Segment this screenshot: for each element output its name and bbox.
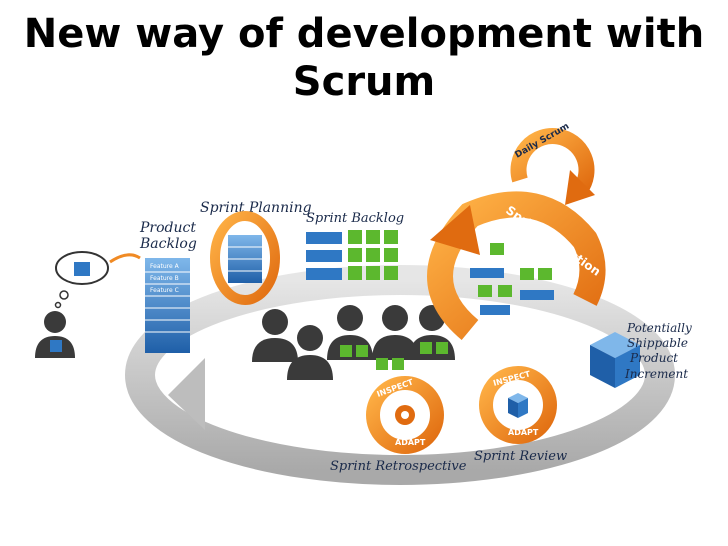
retro-adapt-label: ADAPT <box>395 438 426 447</box>
increment-label-1: Potentially <box>626 321 692 335</box>
sprint-review-label: Sprint Review <box>474 449 567 464</box>
retrospective-cycle-icon <box>366 376 444 454</box>
team-task-cubes <box>340 342 448 370</box>
review-adapt-label: ADAPT <box>508 428 539 437</box>
feature-b-label: Feature B <box>150 275 179 282</box>
flow-arrow <box>109 253 141 264</box>
sprint-planning-label: Sprint Planning <box>200 200 312 216</box>
product-increment-cube <box>590 332 640 388</box>
sprint-execution-arrow <box>427 191 606 340</box>
feature-c-label: Feature C <box>150 287 179 294</box>
daily-scrum-arrow <box>510 128 595 205</box>
slide-title: New way of development with Scrum <box>0 10 728 106</box>
product-backlog-label-2: Backlog <box>139 236 197 252</box>
sprint-retrospective-label: Sprint Retrospective <box>330 459 467 474</box>
sprint-planning-icon <box>210 211 280 305</box>
sprint-backlog-label: Sprint Backlog <box>306 211 404 226</box>
process-ring <box>125 265 675 485</box>
sprint-backlog-grid <box>306 230 398 280</box>
execution-task-tree <box>470 243 554 315</box>
thought-cloud-icon <box>54 251 109 309</box>
product-owner-icon <box>35 311 75 358</box>
title-line-2: Scrum <box>292 59 436 105</box>
increment-label-4: Increment <box>624 367 688 381</box>
title-line-1: New way of development with <box>23 11 705 57</box>
increment-label-2: Shippable <box>627 336 688 350</box>
increment-label-3: Product <box>629 351 678 365</box>
product-backlog-label-1: Product <box>139 220 196 236</box>
feature-a-label: Feature A <box>150 263 180 270</box>
product-backlog-stack: Feature A Feature B Feature C <box>145 258 190 353</box>
review-cycle-icon <box>479 366 557 444</box>
